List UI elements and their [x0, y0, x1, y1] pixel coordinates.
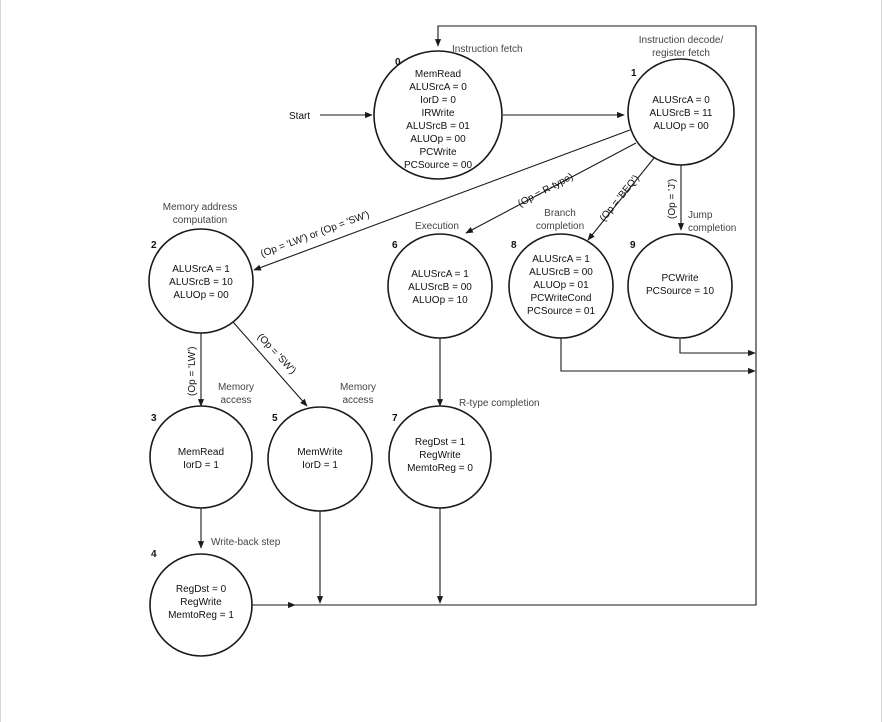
- svg-text:R-type completion: R-type completion: [459, 398, 540, 409]
- state-0-instruction-fetch: 0 Instruction fetch MemRead ALUSrcA = 0 …: [373, 44, 523, 180]
- svg-text:RegWrite: RegWrite: [180, 597, 222, 608]
- svg-text:ALUSrcB = 10: ALUSrcB = 10: [169, 277, 233, 288]
- svg-text:ALUOp = 01: ALUOp = 01: [533, 280, 589, 291]
- arrow-8-to-return: [560, 338, 756, 375]
- start-label: Start: [289, 111, 310, 122]
- svg-text:7: 7: [392, 413, 398, 424]
- svg-text:RegDst = 1: RegDst = 1: [415, 437, 466, 448]
- svg-text:MemWrite: MemWrite: [297, 447, 343, 458]
- svg-text:Execution: Execution: [415, 221, 459, 232]
- svg-text:ALUOp = 10: ALUOp = 10: [412, 295, 468, 306]
- condition-lw: (Op = 'LW'): [187, 347, 198, 396]
- svg-text:ALUSrcA = 0: ALUSrcA = 0: [409, 82, 467, 93]
- svg-text:ALUSrcB = 01: ALUSrcB = 01: [406, 121, 470, 132]
- svg-text:Write-back step: Write-back step: [211, 537, 281, 548]
- svg-text:8: 8: [511, 240, 517, 251]
- arrow-1-to-2: [253, 129, 631, 271]
- svg-text:MemtoReg = 0: MemtoReg = 0: [407, 463, 473, 474]
- svg-text:9: 9: [630, 240, 636, 251]
- arrow-return-loop-to-0: [251, 25, 757, 606]
- svg-text:ALUSrcA = 1: ALUSrcA = 1: [532, 254, 590, 265]
- svg-text:ALUSrcA = 1: ALUSrcA = 1: [172, 264, 230, 275]
- svg-text:Jump: Jump: [688, 210, 713, 221]
- svg-text:RegDst = 0: RegDst = 0: [176, 584, 227, 595]
- svg-text:ALUOp = 00: ALUOp = 00: [173, 290, 229, 301]
- svg-text:computation: computation: [173, 215, 227, 226]
- svg-text:MemRead: MemRead: [415, 69, 461, 80]
- state-4-write-back: 4 Write-back step RegDst = 0 RegWrite Me…: [149, 537, 281, 657]
- svg-text:register fetch: register fetch: [652, 48, 710, 59]
- svg-text:access: access: [342, 395, 373, 406]
- svg-text:ALUSrcB = 11: ALUSrcB = 11: [650, 108, 713, 119]
- svg-text:5: 5: [272, 413, 278, 424]
- state-1-instruction-decode: 1 Instruction decode/ register fetch ALU…: [627, 35, 735, 166]
- svg-text:completion: completion: [536, 221, 584, 232]
- arrow-9-to-return: [679, 339, 756, 357]
- state-6-execution: 6 Execution ALUSrcA = 1 ALUSrcB = 00 ALU…: [387, 221, 493, 339]
- svg-text:2: 2: [151, 240, 157, 251]
- svg-text:IRWrite: IRWrite: [422, 108, 455, 119]
- svg-text:ALUOp = 00: ALUOp = 00: [653, 121, 709, 132]
- svg-text:Memory: Memory: [340, 382, 376, 393]
- svg-text:PCWrite: PCWrite: [419, 147, 456, 158]
- svg-text:PCSource = 01: PCSource = 01: [527, 306, 596, 317]
- state-7-r-type-completion: 7 R-type completion RegDst = 1 RegWrite …: [388, 398, 540, 509]
- svg-text:Memory address: Memory address: [163, 202, 237, 213]
- svg-text:PCWrite: PCWrite: [661, 273, 698, 284]
- condition-beq: (Op = 'BEQ'): [598, 173, 642, 224]
- svg-text:PCSource = 00: PCSource = 00: [404, 160, 473, 171]
- svg-text:4: 4: [151, 549, 157, 560]
- condition-lw-or-sw: (Op = 'LW') or (Op = 'SW'): [259, 209, 371, 259]
- svg-text:PCWriteCond: PCWriteCond: [531, 293, 592, 304]
- svg-text:ALUSrcB = 00: ALUSrcB = 00: [408, 282, 472, 293]
- condition-r-type: (Op = R-type): [516, 171, 575, 209]
- svg-text:Instruction fetch: Instruction fetch: [452, 44, 523, 55]
- svg-text:ALUSrcA = 1: ALUSrcA = 1: [411, 269, 469, 280]
- svg-text:3: 3: [151, 413, 157, 424]
- transitions: [197, 25, 757, 609]
- svg-text:IorD = 1: IorD = 1: [183, 460, 219, 471]
- svg-text:access: access: [220, 395, 251, 406]
- svg-text:Memory: Memory: [218, 382, 254, 393]
- svg-text:Branch: Branch: [544, 208, 576, 219]
- svg-text:completion: completion: [688, 223, 736, 234]
- state-3-memory-access-read: 3 Memory access MemRead IorD = 1: [149, 382, 254, 509]
- svg-text:IorD = 1: IorD = 1: [302, 460, 338, 471]
- svg-text:MemRead: MemRead: [178, 447, 224, 458]
- svg-text:IorD = 0: IorD = 0: [420, 95, 456, 106]
- state-2-memory-address-computation: 2 Memory address computation ALUSrcA = 1…: [148, 202, 254, 334]
- svg-text:6: 6: [392, 240, 398, 251]
- svg-text:1: 1: [631, 68, 637, 79]
- state-9-jump-completion: 9 Jump completion PCWrite PCSource = 10: [627, 210, 736, 339]
- condition-jump: (Op = 'J'): [667, 179, 678, 219]
- state-8-branch-completion: 8 Branch completion ALUSrcA = 1 ALUSrcB …: [508, 208, 614, 339]
- state-5-memory-access-write: 5 Memory access MemWrite IorD = 1: [267, 382, 376, 512]
- svg-text:ALUSrcA = 0: ALUSrcA = 0: [652, 95, 710, 106]
- svg-text:Instruction decode/: Instruction decode/: [639, 35, 724, 46]
- arrow-1-to-6: [465, 142, 637, 234]
- svg-text:MemtoReg = 1: MemtoReg = 1: [168, 610, 234, 621]
- svg-text:ALUOp = 00: ALUOp = 00: [410, 134, 466, 145]
- svg-text:0: 0: [395, 57, 401, 68]
- svg-text:PCSource = 10: PCSource = 10: [646, 286, 715, 297]
- arrow-1-to-8: [587, 157, 655, 241]
- arrow-2-to-5: [232, 321, 308, 407]
- svg-text:RegWrite: RegWrite: [419, 450, 461, 461]
- svg-text:ALUSrcB = 00: ALUSrcB = 00: [529, 267, 593, 278]
